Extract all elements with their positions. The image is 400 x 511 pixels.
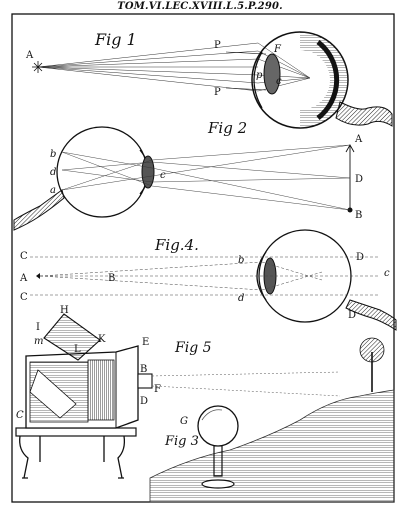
figure-4: [30, 229, 397, 331]
fig3-stand: [213, 446, 223, 477]
fig2-title: Fig 2: [207, 119, 247, 137]
fig5-label-m: m: [34, 336, 43, 347]
fig3-title: Fig 3: [164, 434, 199, 449]
fig3-base: [201, 479, 235, 489]
fig1-cornea: [253, 51, 263, 109]
fig2-label-b: B: [355, 210, 362, 221]
fig3-glass-globe: [197, 405, 239, 447]
fig5-landscape: [149, 389, 395, 503]
plate-header: TOM.VI.LEC.XVIII.L.5.P.290.: [117, 1, 283, 12]
figure-1: [32, 31, 393, 129]
fig5-label-h: H: [60, 305, 69, 316]
fig4-title: Fig.4.: [154, 236, 199, 254]
fig4-label-c-bottom: C: [20, 292, 28, 303]
fig4-label-d-bottom: D: [348, 310, 356, 321]
fig5-mirror-lid: [43, 313, 101, 361]
fig4-label-b-small: b: [238, 255, 244, 266]
fig1-label-p: p: [256, 70, 263, 81]
fig1-retina: [316, 40, 340, 120]
fig2-label-c: c: [160, 170, 166, 181]
fig1-label-p-top: P: [214, 40, 221, 51]
fig4-optic-nerve: [345, 299, 397, 331]
fig1-point-a-star: [32, 61, 44, 73]
fig4-label-b: B: [108, 273, 115, 284]
fig2-label-a-small: a: [50, 185, 56, 196]
fig5-label-d: D: [140, 396, 148, 407]
fig5-label-l: L: [74, 344, 81, 355]
fig2-light-rays: [61, 144, 351, 211]
fig5-label-f: F: [154, 384, 161, 395]
fig5-label-e: E: [142, 337, 149, 348]
fig5-table-top: [15, 427, 137, 437]
fig4-rays: [30, 256, 380, 296]
fig2-label-d: D: [355, 174, 363, 185]
fig1-title: Fig 1: [94, 30, 137, 49]
fig5-label-c: C: [16, 410, 24, 421]
fig2-eyeball: [56, 126, 148, 218]
fig5-label-b: B: [140, 364, 147, 375]
fig2-lens: [141, 155, 155, 189]
fig4-label-d-small: d: [238, 293, 244, 304]
figure-5: [15, 313, 395, 503]
figure-3: [197, 405, 239, 489]
fig4-label-a: A: [19, 273, 28, 284]
fig2-optic-nerve: [13, 189, 65, 231]
fig1-label-c: c: [276, 76, 282, 87]
fig2-label-b-small: b: [50, 149, 56, 160]
figure-2: [13, 126, 355, 231]
fig5-label-k: K: [98, 334, 106, 345]
fig1-optic-nerve: [335, 101, 393, 127]
fig5-title: Fig 5: [174, 340, 212, 356]
fig4-label-c-small: c: [384, 268, 390, 279]
fig2-label-a: A: [354, 134, 363, 145]
fig3-label-g: G: [180, 416, 188, 427]
fig4-label-d-top: D: [356, 252, 364, 263]
fig5-table-legs: [19, 435, 126, 479]
fig5-label-i: I: [36, 322, 40, 333]
fig2-label-d-small: d: [50, 167, 56, 178]
fig1-label-f: F: [273, 44, 282, 55]
fig5-lens-tube: [137, 373, 153, 389]
fig1-crystalline-lens: [263, 53, 281, 95]
fig5-tree: [359, 337, 385, 363]
fig4-label-c-top: C: [20, 251, 28, 262]
fig1-label-p-bottom: P: [214, 87, 221, 98]
fig1-label-a: A: [25, 50, 34, 61]
